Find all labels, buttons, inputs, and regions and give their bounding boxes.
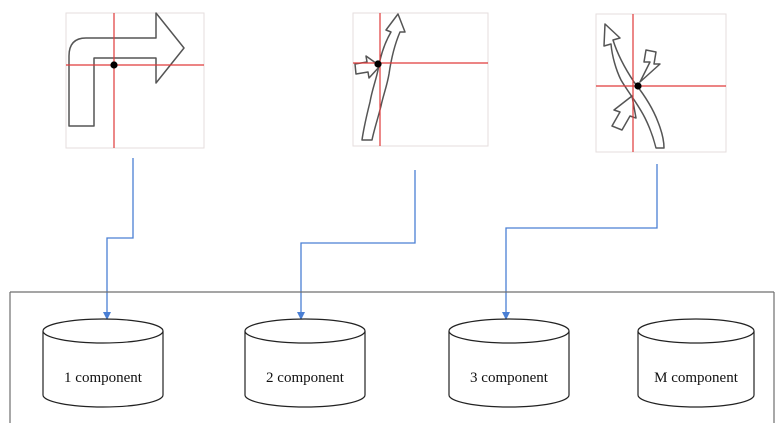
- pattern-panel-1: [65, 12, 205, 149]
- bent-arrow-shape: [68, 12, 185, 127]
- lower-side-arrow-shape: [611, 95, 637, 131]
- connector-2: [300, 170, 416, 316]
- connectors: [103, 158, 658, 320]
- cylinder-body: [244, 331, 366, 408]
- cylinder-body: [448, 331, 570, 408]
- cylinder-top: [448, 318, 570, 344]
- cylinder-m-component: M component: [637, 318, 755, 408]
- connector-3-arrowhead: [502, 312, 510, 320]
- component-label: 2 component: [266, 370, 345, 386]
- connector-1-arrowhead: [103, 312, 111, 320]
- connector-3: [505, 164, 658, 316]
- cylinder-body: [42, 331, 164, 408]
- connector-2-arrowhead: [297, 312, 305, 320]
- upper-side-arrow-shape: [639, 49, 661, 83]
- cylinder-1-component: 1 component: [42, 318, 164, 408]
- cylinder-top: [42, 318, 164, 344]
- center-point: [110, 61, 118, 69]
- center-point: [634, 82, 642, 90]
- component-label: 3 component: [470, 370, 549, 386]
- center-point: [374, 60, 382, 68]
- component-container: [9, 291, 775, 423]
- cylinder-top: [637, 318, 755, 344]
- pattern-panel-2: [352, 12, 489, 147]
- split-arrow-shape: [361, 13, 406, 141]
- cylinder-2-component: 2 component: [244, 318, 366, 408]
- pattern-panel-3: [595, 13, 727, 153]
- component-label: 1 component: [64, 370, 143, 386]
- component-label: M component: [654, 370, 739, 386]
- cylinder-3-component: 3 component: [448, 318, 570, 408]
- connector-1: [106, 158, 134, 316]
- cylinder-top: [244, 318, 366, 344]
- cylinder-body: [637, 331, 755, 408]
- side-arrow-shape: [354, 55, 381, 79]
